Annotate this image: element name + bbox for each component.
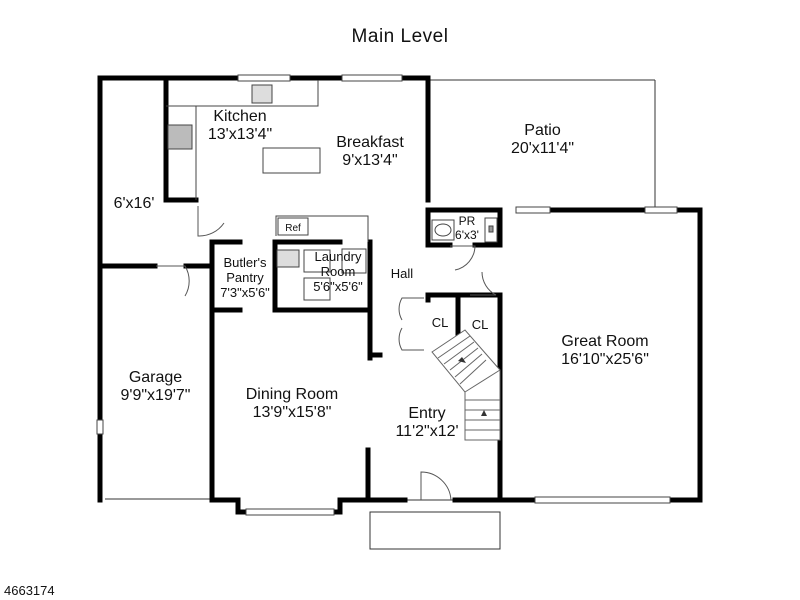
room-label-closet-1: CL: [426, 315, 454, 331]
room-name: Hall: [390, 266, 414, 281]
room-name: Entry: [408, 405, 446, 422]
room-name: Breakfast: [336, 134, 404, 151]
room-label-kitchen: Kitchen 13'x13'4": [195, 108, 285, 145]
stairs: [431, 329, 501, 441]
room-name: Garage: [128, 369, 183, 386]
room-size: 20'x11'4": [510, 140, 575, 158]
room-name: CL: [431, 315, 449, 330]
room-name: Butler's Pantry: [223, 255, 267, 285]
room-size: 9'x13'4": [342, 152, 398, 170]
room-label-dining-room: Dining Room 13'9"x15'8": [228, 386, 356, 423]
room-label-laundry-room: Laundry Room 5'6"x5'6": [307, 249, 369, 295]
room-label-entry: Entry 11'2"x12': [382, 405, 472, 442]
room-name: CL: [471, 317, 489, 332]
utility-fixtures: [276, 248, 367, 301]
room-label-patio: Patio 20'x11'4": [495, 122, 590, 159]
room-size: 9'9"x19'7": [120, 387, 191, 405]
room-size: 6'x3': [455, 227, 479, 242]
room-label-garage: Garage 9'9"x19'7": [108, 369, 203, 406]
room-size: 6'x16': [113, 195, 155, 212]
room-name: PR: [458, 214, 476, 228]
kitchen-fixtures: [166, 80, 369, 242]
listing-id: 4663174: [4, 583, 55, 598]
room-name: Laundry Room: [314, 249, 362, 279]
room-label-hall: Hall: [382, 266, 422, 282]
room-label-butlers-pantry: Butler's Pantry 7'3"x5'6": [216, 255, 274, 301]
room-label-storage: 6'x16': [104, 195, 164, 213]
room-size: 13'9"x15'8": [252, 404, 332, 422]
room-label-closet-2: CL: [466, 317, 494, 333]
room-size: 7'3"x5'6": [220, 284, 270, 300]
room-label-breakfast: Breakfast 9'x13'4": [325, 134, 415, 171]
room-name: Kitchen: [213, 108, 267, 125]
windows: [96, 74, 678, 516]
room-size: 13'x13'4": [207, 126, 273, 144]
room-label-great-room: Great Room 16'10"x25'6": [540, 333, 670, 370]
doors: [156, 206, 497, 501]
room-name: Great Room: [561, 333, 649, 350]
room-size: 5'6"x5'6": [313, 278, 363, 294]
ref-label: Ref: [285, 223, 301, 234]
room-size: 11'2"x12': [395, 423, 459, 441]
floor-title: Main Level: [351, 26, 449, 47]
powder-room-fixtures: [431, 217, 498, 243]
room-name: Patio: [524, 122, 561, 139]
room-label-powder-room: PR 6'x3': [447, 214, 487, 243]
room-name: Dining Room: [245, 386, 339, 403]
room-size: 16'10"x25'6": [561, 351, 649, 369]
